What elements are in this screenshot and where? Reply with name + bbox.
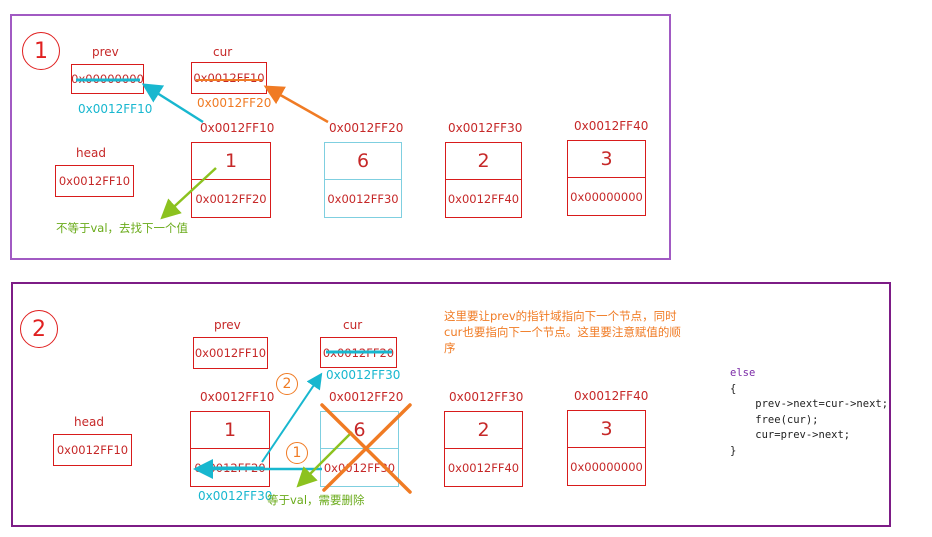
cur-to-prev-arrow [141, 83, 204, 124]
cur-box: 0x0012FF10 [191, 62, 267, 94]
check-arrow [160, 167, 217, 220]
code-line: { [730, 382, 737, 395]
node-value: 1 [192, 143, 270, 180]
assignment-order-note: 这里要让prev的指针域指向下一个节点，同时cur也要指向下一个节点。这里要注意… [444, 309, 681, 355]
order-1-badge: 1 [286, 442, 308, 464]
prev-label: prev [92, 45, 119, 59]
node-value: 6 [321, 412, 398, 449]
step-1-panel [10, 14, 671, 260]
list-node: 3 0x00000000 [567, 410, 646, 486]
node-next: 0x0012FF40 [447, 191, 520, 206]
list-node: 1 0x0012FF20 [191, 142, 271, 218]
prev-value: 0x0012FF10 [194, 346, 267, 360]
head-label: head [76, 146, 106, 160]
step-2-panel [11, 282, 891, 527]
node-3-address: 0x0012FF30 [449, 390, 524, 404]
node-next: 0x00000000 [570, 189, 643, 204]
cur-new-value: 0x0012FF20 [197, 96, 272, 110]
node-value: 1 [191, 412, 269, 449]
order-2-arrow [261, 372, 323, 463]
cur-new-value: 0x0012FF30 [326, 368, 401, 382]
code-snippet: else { prev->next=cur->next; free(cur); … [730, 366, 888, 459]
head-value: 0x0012FF10 [56, 443, 129, 457]
head-box: 0x0012FF10 [53, 434, 132, 466]
cur-label: cur [213, 45, 233, 59]
code-line: prev->next=cur->next; [730, 398, 889, 410]
list-node: 3 0x00000000 [567, 140, 646, 216]
prev-label: prev [214, 318, 241, 332]
delete-cross-icon [322, 403, 412, 492]
node-next: 0x0012FF20 [195, 191, 267, 206]
node-next: 0x00000000 [570, 459, 643, 474]
cur-label: cur [343, 318, 363, 332]
node-value: 2 [446, 143, 521, 180]
prev-box: 0x0012FF10 [193, 337, 268, 369]
list-node: 2 0x0012FF40 [445, 142, 522, 218]
cur-old-value: 0x0012FF10 [193, 71, 265, 85]
head-box: 0x0012FF10 [55, 165, 134, 197]
step-2-number: 2 [20, 310, 58, 348]
node-1-address: 0x0012FF10 [200, 390, 275, 404]
node-next: 0x0012FF40 [447, 460, 520, 475]
node-value: 3 [568, 411, 645, 448]
node-2-address: 0x0012FF20 [329, 390, 404, 404]
node-2-address: 0x0012FF20 [329, 121, 404, 135]
step-1-number: 1 [22, 32, 60, 70]
code-line: else [730, 367, 756, 379]
next-to-cur-arrow [263, 85, 329, 124]
node-1-new-next: 0x0012FF30 [198, 489, 273, 503]
code-line: free(cur); [730, 413, 819, 426]
node-4-address: 0x0012FF40 [574, 389, 649, 403]
code-line: cur=prev->next; [730, 429, 851, 441]
node-value: 6 [325, 143, 401, 180]
node-4-address: 0x0012FF40 [574, 119, 649, 133]
list-node: 2 0x0012FF40 [444, 411, 523, 487]
list-node: 6 0x0012FF30 [324, 142, 402, 218]
node-3-address: 0x0012FF30 [448, 121, 523, 135]
order-2-badge: 2 [276, 373, 298, 395]
node-value: 2 [445, 412, 522, 449]
node-1-address: 0x0012FF10 [200, 121, 275, 135]
head-label: head [74, 415, 104, 429]
prev-new-value: 0x0012FF10 [78, 102, 153, 116]
step-1-annotation: 不等于val，去找下一个值 [56, 221, 189, 235]
code-line: } [730, 444, 737, 457]
node-value: 3 [568, 141, 645, 178]
step-2-annotation: 等于val，需要删除 [267, 493, 365, 507]
deleted-list-node: 6 0x0012FF30 [320, 411, 399, 487]
head-value: 0x0012FF10 [58, 174, 131, 188]
check-arrow [296, 431, 353, 488]
node-next: 0x0012FF30 [327, 191, 399, 206]
